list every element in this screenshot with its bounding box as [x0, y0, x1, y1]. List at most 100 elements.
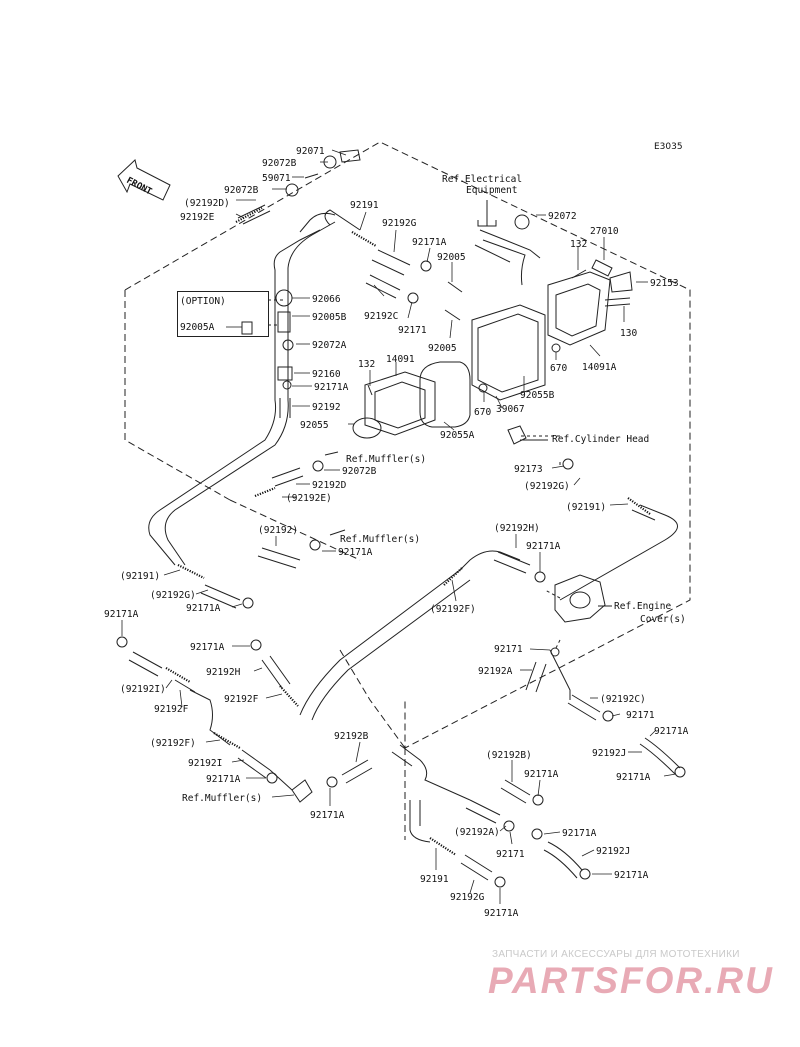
part-number-label: 92171A: [614, 870, 649, 881]
dashed-boundary-lower: [229, 499, 406, 840]
fitting-muffler-top: [324, 451, 339, 456]
leader: [543, 831, 561, 835]
leader: [499, 825, 507, 832]
tube-92192E-top: [237, 204, 271, 225]
clamp-92171A-r: [674, 766, 686, 778]
part-number-label: (92192B): [486, 750, 532, 761]
part-number-label: 92171A: [338, 547, 373, 558]
leader: [407, 301, 413, 319]
oring-670-b: [478, 383, 488, 393]
tube-92192J-right: [639, 737, 681, 775]
bolt-132-b: [367, 384, 373, 396]
bolt-132: [571, 269, 587, 279]
tube-92192A-lower: [465, 799, 501, 824]
tube-92192J-lower: [543, 841, 583, 879]
leader: [426, 247, 431, 263]
leader: [359, 211, 367, 231]
part-number-label: 92171A: [616, 772, 651, 783]
part-number-label: 92055B: [520, 390, 555, 401]
leader: [205, 739, 221, 743]
part-number-label: 92171A: [314, 382, 349, 393]
hose-upper-left: [299, 209, 361, 233]
part-number-label: 92173: [514, 464, 543, 475]
fitting-muffler-mid: [329, 529, 346, 536]
part-number-label: 27010: [590, 226, 619, 237]
part-number-label: 92171A: [654, 726, 689, 737]
option-label: (OPTION): [180, 296, 226, 307]
part-number-label: 132: [570, 239, 587, 250]
leader: [451, 579, 457, 602]
leader: [649, 729, 657, 737]
leader: [529, 648, 551, 651]
part-number-label: 92192F: [224, 694, 259, 705]
part-number-label: 92192A: [478, 666, 513, 677]
leader: [551, 465, 565, 469]
reference-label: Equipment: [466, 185, 517, 196]
clamp-92072B-b: [285, 183, 299, 197]
hose-left-long: [148, 229, 321, 566]
part-number-label: (92192A): [454, 827, 500, 838]
fitting-92071: [339, 149, 361, 163]
part-number-label: 92160: [312, 369, 341, 380]
tube-92192A-right: [525, 661, 547, 693]
clamp-92072: [514, 214, 530, 230]
hose-lower-bottom: [409, 800, 431, 843]
part-number-label: 92005: [428, 343, 457, 354]
part-number-label: 92192F: [154, 704, 189, 715]
clamp-92171A-a: [282, 380, 292, 390]
clamp-92171A-g: [532, 794, 544, 806]
part-number-label: 92171A: [206, 774, 241, 785]
part-number-label: 92171A: [186, 603, 221, 614]
part-number-label: 92171: [496, 849, 525, 860]
leader: [231, 759, 245, 763]
tube-92192B-right: [500, 779, 531, 804]
part-number-label: (92192F): [150, 738, 196, 749]
cap-92066: [275, 289, 293, 307]
part-number-label: 92192J: [592, 748, 626, 759]
part-number-label: 92192C: [364, 311, 398, 322]
part-number-label: (92192): [258, 525, 298, 536]
clamp-92171-top: [407, 292, 419, 304]
leader: [253, 667, 263, 672]
leader: [609, 503, 629, 506]
part-number-label: (92192E): [286, 493, 332, 504]
spring-92192E: [254, 486, 276, 498]
part-number-label: 92171A: [526, 541, 561, 552]
leader: [355, 741, 361, 763]
part-number-label: 92072B: [342, 466, 377, 477]
engine-cover-part: [554, 574, 606, 623]
bolt-130: [604, 297, 631, 307]
part-number-label: 130: [620, 328, 637, 339]
part-number-label: 92005A: [180, 322, 215, 333]
reference-label: Ref.Engine: [614, 601, 671, 612]
part-number-label: (92192H): [494, 523, 540, 534]
screw-59071: [304, 173, 319, 179]
part-number-label: 132: [358, 359, 375, 370]
cover-plate-right: [547, 271, 611, 346]
spring-92192F: [443, 567, 463, 586]
bolt-92005-b: [444, 309, 461, 321]
reference-label: Ref.Muffler(s): [346, 454, 426, 465]
part-number-label: 92171A: [412, 237, 447, 248]
part-number-label: 92055: [300, 420, 329, 431]
t-fitting: [291, 779, 313, 803]
reference-label: Ref.Electrical: [442, 174, 522, 185]
part-number-label: (92192F): [430, 604, 476, 615]
front-label: FRONT: [125, 176, 154, 198]
part-number-label: 92191: [420, 874, 449, 885]
bolt-92005-a: [447, 281, 463, 293]
part-number-label: 14091: [386, 354, 415, 365]
tube-92192-left: [257, 547, 301, 569]
part-number-label: 14091A: [582, 362, 617, 373]
part-number-label: 92072B: [262, 158, 297, 169]
switch-92153: [609, 271, 633, 293]
part-number-label: 92192H: [206, 667, 241, 678]
leader: [495, 395, 503, 409]
leader: [331, 149, 347, 156]
clamp-92171A-e2: [309, 539, 321, 551]
dashed-leader-cyl: [520, 435, 561, 465]
spring-92191-left: [177, 564, 205, 579]
spring-92192E-top: [235, 207, 263, 223]
oring-92055: [352, 417, 382, 439]
